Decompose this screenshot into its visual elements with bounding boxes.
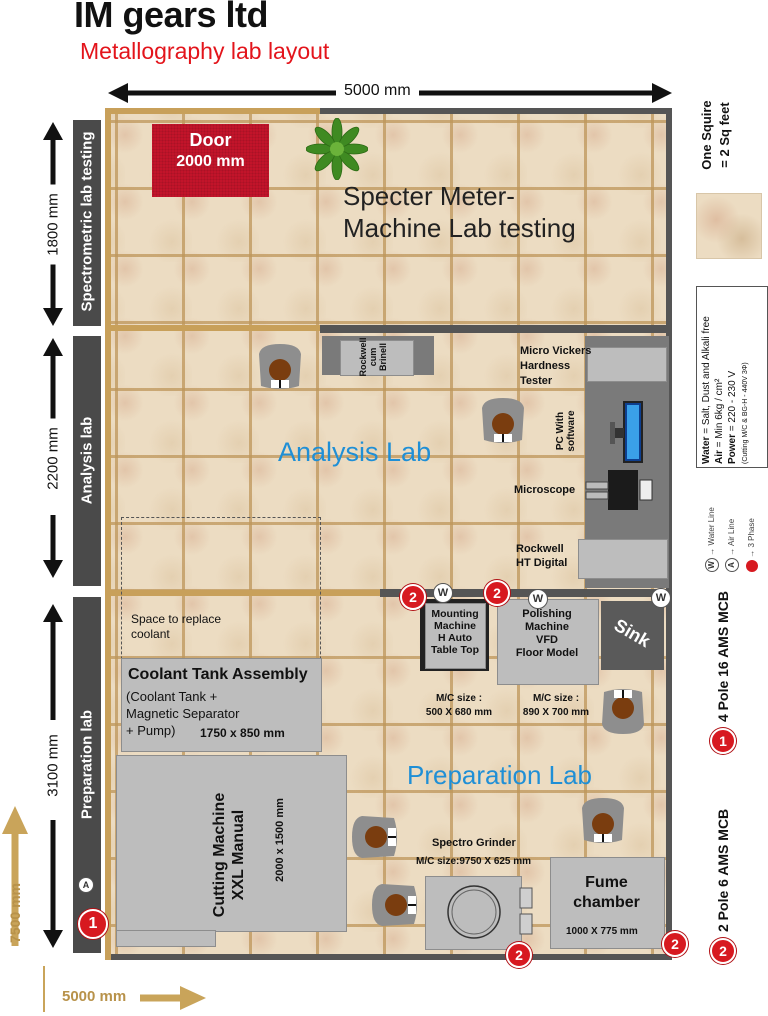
line-legend: W → Water Line A → Air Line → 3 Phase <box>702 472 762 572</box>
total-height-arrow-icon <box>2 806 28 946</box>
micro-vickers-label: Micro Vickers Hardness Tester <box>520 345 592 387</box>
coolant-tank-title: Coolant Tank Assembly <box>128 666 308 683</box>
bottom-wall <box>105 954 672 960</box>
polishing-machine-label: Polishing Machine VFD Floor Model <box>515 608 579 659</box>
plant-icon <box>306 118 368 180</box>
spectro-grinder-size: M/C size:9750 X 625 mm <box>416 856 532 867</box>
coolant-space-label: Space to replace coolant <box>131 612 222 641</box>
rockwell-brinell-label: Rockwell cum Brinell <box>358 337 388 377</box>
utility-spec-text: Water = Salt, Dust and Alkali free Air =… <box>701 316 749 464</box>
water-line-marker: W <box>528 589 548 609</box>
microscope-label: Microscope <box>514 484 576 496</box>
total-width-tick-icon <box>43 966 45 1012</box>
air-line-marker: A <box>78 877 94 893</box>
top-wall <box>105 108 672 114</box>
polishing-machine-size: M/C size : 890 X 700 mm <box>522 693 590 718</box>
sidebar-spectrometric <box>73 120 101 326</box>
mcb-2pole-badge: 2 <box>506 942 532 968</box>
layout-subtitle: Metallography lab layout <box>80 38 330 64</box>
sidebar-analysis <box>73 336 101 586</box>
total-width-arrow-icon <box>140 986 206 1010</box>
total-height-label: 7500 mm <box>7 883 23 943</box>
mcb-2pole-legend: 2 2 Pole 6 AMS MCB <box>710 774 736 964</box>
dimension-preparation: 3100 mm <box>44 725 62 806</box>
door-label: Door <box>189 130 232 150</box>
partition-spectro-analysis-right <box>320 325 672 333</box>
cutting-machine-size: 2000 x 1500 mm <box>274 798 286 882</box>
cutting-machine-base <box>116 930 216 947</box>
rockwell-ht-label: Rockwell HT Digital <box>516 543 568 569</box>
mounting-machine[interactable] <box>425 603 486 669</box>
fume-chamber[interactable] <box>550 857 665 949</box>
square-scale-label: One Squire = 2 Sq feet <box>699 100 732 170</box>
dimension-spectrometric: 1800 mm <box>44 184 62 265</box>
partition-analysis-prep-left <box>105 590 380 596</box>
mcb-2pole-badge: 2 <box>400 584 426 610</box>
fume-chamber-label: Fume chamber <box>573 874 640 911</box>
partition-spectro-analysis-left <box>105 325 320 331</box>
company-name: IM gears ltd <box>74 0 269 35</box>
three-phase-icon <box>745 560 758 572</box>
person-analyst-icon <box>259 344 301 389</box>
microscope-icon <box>585 470 653 510</box>
person-pc-operator-icon <box>482 398 524 443</box>
person-cutter-icon <box>352 816 397 858</box>
mounting-machine-size: M/C size : 500 X 680 mm <box>425 693 493 718</box>
floor-tile-sample <box>696 193 762 259</box>
sink-label: Sink <box>610 614 654 652</box>
rockwell-brinell-machine[interactable] <box>340 340 414 376</box>
width-dimension: 5000 mm <box>336 82 419 100</box>
analysis-lab-title: Analysis Lab <box>278 437 432 467</box>
fume-chamber-size: 1000 X 775 mm <box>566 926 638 937</box>
pc-label: PC With software <box>555 410 577 452</box>
spectro-room-title: Specter Meter- Machine Lab testing <box>343 181 576 243</box>
door[interactable]: Door 2000 mm <box>152 124 269 197</box>
total-width-label: 5000 mm <box>62 988 127 1005</box>
mcb-4pole-badge: 1 <box>78 909 108 939</box>
person-fume-operator-icon <box>582 798 624 843</box>
cutting-machine-label: Cutting Machine XXL Manual <box>211 792 247 918</box>
water-line-marker: W <box>651 588 671 608</box>
cutting-machine[interactable] <box>116 755 347 932</box>
partition-analysis-prep-right <box>380 589 672 597</box>
coolant-tank-description: (Coolant Tank + Magnetic Separator + Pum… <box>126 689 240 738</box>
coolant-tank-size: 1750 x 850 mm <box>200 726 285 740</box>
left-wall <box>105 108 111 960</box>
person-polisher-icon <box>602 689 644 734</box>
right-wall <box>666 108 672 960</box>
grinder-disc-icon <box>447 885 533 939</box>
mcb-4pole-legend: 1 4 Pole 16 AMS MCB <box>710 574 736 754</box>
rockwell-ht-machine[interactable] <box>578 539 668 579</box>
top-wall-beam <box>105 108 320 114</box>
monitor-icon <box>610 401 643 463</box>
sink[interactable]: Sink <box>601 601 664 670</box>
coolant-tank-assembly[interactable] <box>121 658 322 752</box>
water-line-marker: W <box>433 583 453 603</box>
dimension-analysis: 2200 mm <box>44 418 62 499</box>
mcb-2pole-badge: 2 <box>662 931 688 957</box>
person-grinder-operator-icon <box>372 884 417 926</box>
floor-grid <box>105 108 672 960</box>
sidebar-preparation <box>73 597 101 953</box>
spectro-grinder-label: Spectro Grinder <box>432 837 516 849</box>
micro-vickers-machine[interactable] <box>587 347 667 382</box>
mcb-2pole-badge: 2 <box>484 580 510 606</box>
mounting-machine-label: Mounting Machine H Auto Table Top <box>430 608 480 656</box>
door-width: 2000 mm <box>176 153 245 170</box>
preparation-lab-title: Preparation Lab <box>407 760 593 790</box>
polishing-machine[interactable] <box>497 599 599 685</box>
